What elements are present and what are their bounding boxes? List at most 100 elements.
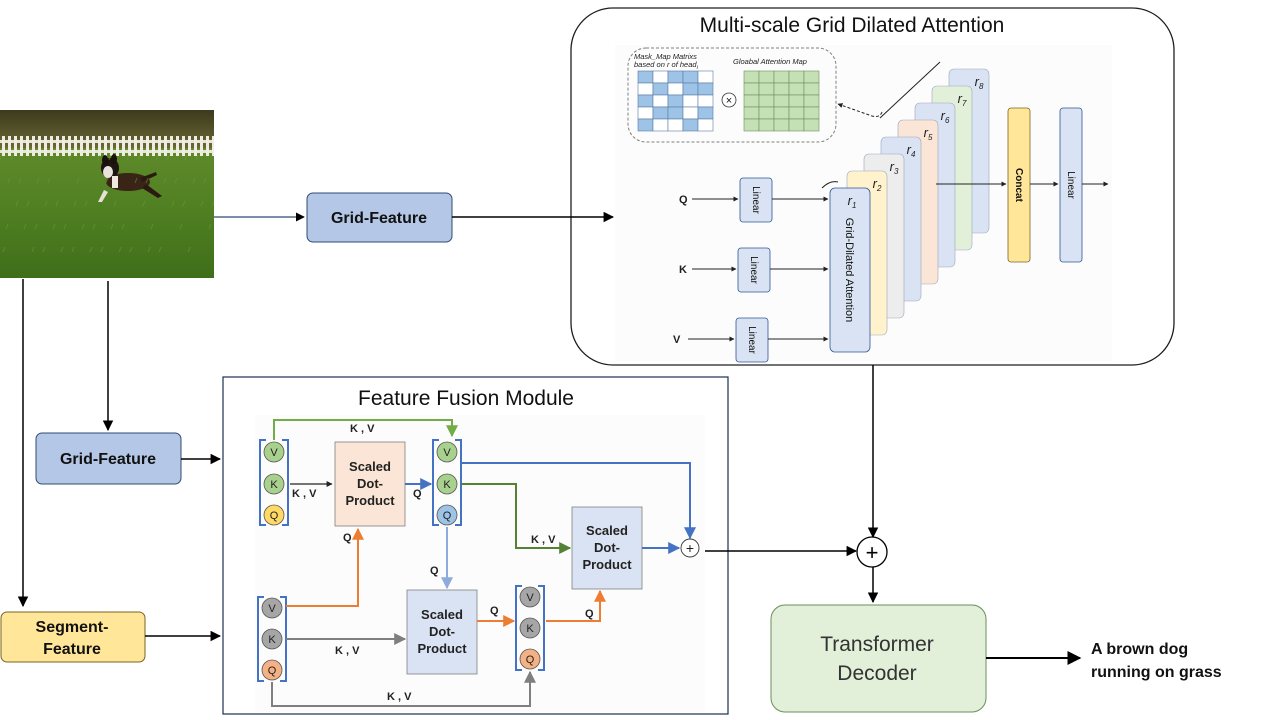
global-map-cell — [803, 118, 820, 132]
grid-feature-top-box: Grid-Feature — [306, 192, 453, 243]
linear-out-block: Linear — [1059, 107, 1083, 263]
svg-text:Scaled: Scaled — [421, 607, 463, 622]
global-map-cell — [773, 118, 790, 132]
result-v-circle: V — [436, 441, 458, 463]
transformer-decoder-box: Transformer Decoder — [770, 604, 987, 713]
head-r8-label: r8 — [975, 74, 984, 91]
svg-text:V: V — [270, 447, 278, 459]
svg-text:K: K — [443, 479, 451, 491]
head-r5-label: r5 — [924, 125, 933, 142]
svg-text:Grid-Feature: Grid-Feature — [331, 210, 427, 227]
result-vkq-bracket — [432, 439, 462, 526]
global-map-cell — [803, 106, 820, 120]
global-map-cell — [788, 70, 805, 84]
global-map-cell — [758, 70, 775, 84]
ffm-plus-icon: + — [680, 538, 700, 558]
global-map-cell — [773, 106, 790, 120]
svg-text:Q: Q — [270, 510, 279, 522]
svg-text:Dot-: Dot- — [594, 540, 620, 555]
global-map-cell — [788, 118, 805, 132]
result-kv-to-sdp3-arrow — [461, 483, 572, 554]
callout-pointer — [837, 103, 883, 117]
ffm-title: Feature Fusion Module — [358, 387, 574, 410]
q-label-sdp1-out: Q — [413, 488, 422, 500]
stack-brace-lower — [821, 181, 839, 189]
kv-label-sdp1: K , V — [292, 488, 317, 500]
mga-panel: Multi-scale Grid Dilated Attention Mask_… — [570, 7, 1175, 366]
mask-map-matrix — [637, 70, 714, 132]
mask-cell — [652, 94, 669, 108]
segment-v-circle: V — [261, 597, 283, 619]
mask-map-caption-line1: Mask_Map Matrixs — [634, 52, 697, 61]
global-map-cell — [788, 94, 805, 108]
global-map-cell — [743, 106, 760, 120]
q-label-sdp1-in: Q — [343, 532, 352, 544]
head-r4-label: r4 — [907, 142, 916, 159]
linear-q-block: Linear — [739, 177, 773, 223]
concat-block: Concat — [1007, 107, 1031, 263]
svg-text:V: V — [526, 592, 534, 604]
global-map-cell — [743, 70, 760, 84]
svg-text:Linear: Linear — [746, 326, 757, 354]
dog-figure — [98, 154, 162, 202]
global-map-cell — [803, 70, 820, 84]
input-dog-photo — [0, 110, 214, 278]
output-caption-line1: A brown dog — [1091, 641, 1188, 658]
global-map-cell — [758, 106, 775, 120]
global-map-cell — [773, 70, 790, 84]
mask-cell — [667, 94, 684, 108]
linear-v-block: Linear — [735, 317, 769, 363]
grid-dilated-attention-block: r1 Grid-Dilated Attention — [829, 187, 871, 353]
svg-text:Product: Product — [417, 641, 467, 656]
svg-text:Scaled: Scaled — [586, 523, 628, 538]
mask-cell — [682, 118, 699, 132]
svg-text:Feature: Feature — [43, 641, 101, 658]
svg-text:Product: Product — [345, 493, 395, 508]
output-q-circle: Q — [519, 648, 541, 670]
svg-text:Scaled: Scaled — [349, 459, 391, 474]
mask-cell — [652, 82, 669, 96]
ffm-content: VKQVKQVKQVKQScaledDot-ProductScaledDot-P… — [257, 419, 700, 707]
output-caption-line2: running on grass — [1091, 664, 1222, 681]
global-map-cell — [803, 94, 820, 108]
mask-cell — [697, 82, 714, 96]
mask-cell — [637, 70, 654, 84]
svg-text:Dot-: Dot- — [357, 476, 383, 491]
mask-cell — [697, 118, 714, 132]
svg-text:Q: Q — [443, 510, 452, 522]
global-map-cell — [743, 82, 760, 96]
mask-cell — [652, 106, 669, 120]
q-label-sdp2-in: Q — [430, 565, 439, 577]
global-map-cell — [758, 82, 775, 96]
kv-green-top-arrow — [273, 419, 458, 440]
result-v-to-plus-arrow — [461, 462, 696, 540]
svg-text:Dot-: Dot- — [429, 624, 455, 639]
svg-text:K: K — [268, 634, 276, 646]
kv-label-sdp3: K , V — [531, 534, 556, 546]
mga-input-v: V — [673, 334, 681, 346]
mask-cell — [667, 106, 684, 120]
mask-cell — [682, 70, 699, 84]
mask-cell — [682, 82, 699, 96]
global-map-cell — [743, 118, 760, 132]
stack-brace-upper — [879, 61, 941, 119]
output-q-to-sdp3-arrow — [546, 589, 606, 622]
svg-text:Linear: Linear — [750, 186, 761, 214]
svg-text:Linear: Linear — [1065, 171, 1076, 199]
global-map-cell — [803, 82, 820, 96]
segment-q-circle: Q — [261, 659, 283, 681]
mask-cell — [682, 106, 699, 120]
result-k-circle: K — [436, 473, 458, 495]
segment-k-circle: K — [261, 628, 283, 650]
svg-text:Product: Product — [582, 557, 632, 572]
global-map-cell — [758, 118, 775, 132]
svg-text:Transformer: Transformer — [820, 633, 934, 656]
output-k-circle: K — [519, 617, 541, 639]
mask-cell — [637, 106, 654, 120]
mask-cell — [667, 118, 684, 132]
mask-cell — [667, 70, 684, 84]
global-map-cell — [788, 106, 805, 120]
